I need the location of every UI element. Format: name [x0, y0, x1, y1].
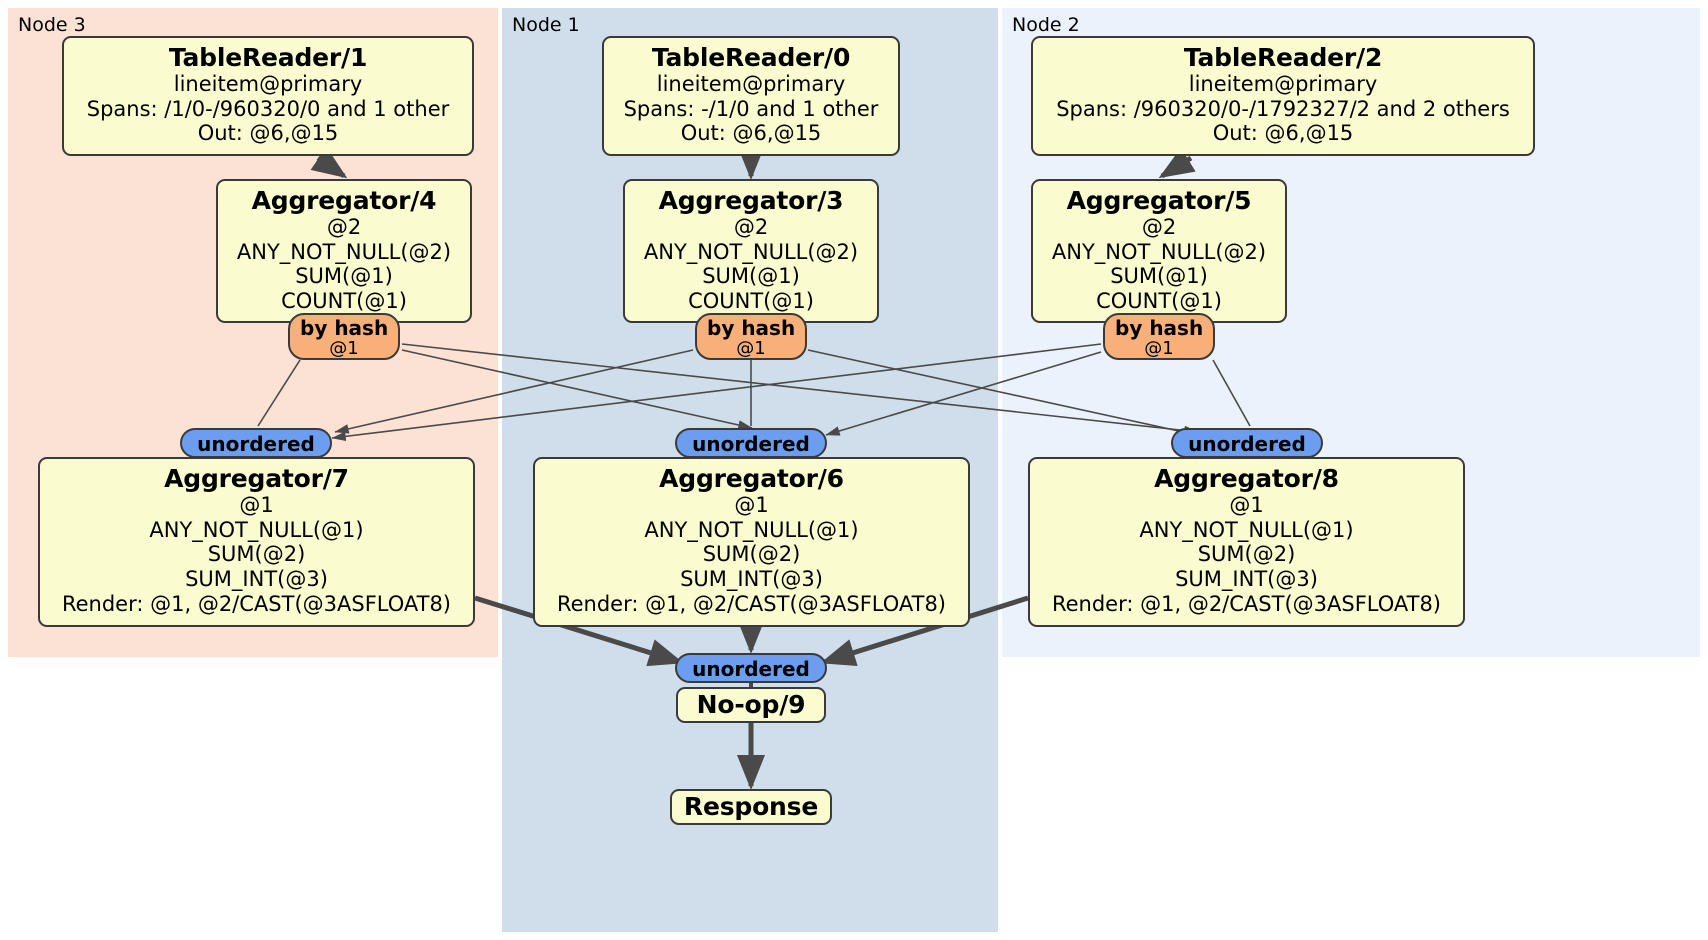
- processor-title: Aggregator/8: [1154, 464, 1339, 493]
- processor-box-response[interactable]: Response: [670, 789, 832, 825]
- processor-detail-line: @2: [733, 215, 769, 240]
- processor-title: No-op/9: [696, 690, 806, 720]
- node-region-label-node2: Node 2: [1012, 14, 1080, 36]
- stream-badge-column: @1: [1144, 338, 1174, 360]
- processor-detail-line: SUM_INT(@3): [680, 566, 823, 591]
- processor-detail-line: Out: @6,@15: [197, 121, 339, 146]
- processor-detail-line: Spans: /1/0-/960320/0 and 1 other: [86, 96, 450, 121]
- stream-badge-hash-4[interactable]: by hash@1: [288, 313, 400, 360]
- processor-detail-line: COUNT(@1): [1096, 288, 1222, 313]
- processor-detail-line: Spans: /960320/0-/1792327/2 and 2 others: [1056, 96, 1510, 121]
- processor-detail-line: @1: [239, 493, 274, 518]
- processor-title: Aggregator/3: [658, 186, 844, 215]
- processor-detail-line: lineitem@primary: [173, 72, 363, 97]
- processor-detail-line: SUM(@2): [207, 542, 306, 567]
- processor-detail-line: Out: @6,@15: [680, 121, 822, 146]
- stream-badge-column: @1: [329, 338, 359, 360]
- stream-badge-unordered-6[interactable]: unordered: [675, 428, 827, 458]
- processor-detail-line: COUNT(@1): [688, 288, 814, 313]
- processor-title: Response: [683, 792, 819, 822]
- stream-badge-label: by hash: [300, 316, 389, 340]
- processor-detail-line: Spans: -/1/0 and 1 other: [623, 96, 879, 121]
- processor-detail-line: lineitem@primary: [656, 72, 846, 97]
- processor-detail-line: Out: @6,@15: [1212, 121, 1354, 146]
- stream-badge-label: unordered: [692, 657, 810, 681]
- processor-detail-line: Render: @1, @2/CAST(@3ASFLOAT8): [61, 591, 452, 616]
- processor-detail-line: SUM(@1): [702, 264, 800, 289]
- stream-badge-hash-3[interactable]: by hash@1: [695, 313, 807, 360]
- stream-badge-label: by hash: [707, 316, 796, 340]
- stream-badge-label: unordered: [692, 432, 810, 456]
- processor-detail-line: ANY_NOT_NULL(@2): [643, 239, 859, 264]
- processor-detail-line: SUM(@1): [295, 264, 393, 289]
- processor-detail-line: @1: [734, 493, 769, 518]
- processor-detail-line: ANY_NOT_NULL(@1): [1139, 517, 1354, 542]
- stream-badge-hash-5[interactable]: by hash@1: [1103, 313, 1215, 360]
- processor-detail-line: ANY_NOT_NULL(@1): [644, 517, 859, 542]
- processor-detail-line: @2: [326, 215, 362, 240]
- processor-detail-line: Render: @1, @2/CAST(@3ASFLOAT8): [556, 591, 947, 616]
- processor-title: TableReader/1: [168, 43, 368, 72]
- processor-detail-line: SUM_INT(@3): [1175, 566, 1318, 591]
- processor-title: Aggregator/5: [1066, 186, 1252, 215]
- stream-badge-unordered-9[interactable]: unordered: [675, 653, 827, 683]
- stream-badge-label: unordered: [1188, 432, 1306, 456]
- processor-detail-line: ANY_NOT_NULL(@2): [236, 239, 452, 264]
- processor-box-noop9[interactable]: No-op/9: [676, 687, 826, 723]
- processor-detail-line: lineitem@primary: [1188, 72, 1378, 97]
- processor-title: Aggregator/6: [659, 464, 844, 493]
- stream-badge-unordered-7[interactable]: unordered: [180, 428, 332, 458]
- processor-detail-line: SUM(@2): [702, 542, 801, 567]
- processor-detail-line: Render: @1, @2/CAST(@3ASFLOAT8): [1051, 591, 1442, 616]
- processor-detail-line: ANY_NOT_NULL(@1): [149, 517, 364, 542]
- processor-title: Aggregator/4: [251, 186, 437, 215]
- processor-title: TableReader/2: [1183, 43, 1383, 72]
- processor-detail-line: @1: [1229, 493, 1264, 518]
- processor-detail-line: @2: [1141, 215, 1177, 240]
- processor-detail-line: SUM(@2): [1197, 542, 1296, 567]
- stream-badge-column: @1: [736, 338, 766, 360]
- processor-title: Aggregator/7: [164, 464, 349, 493]
- processor-detail-line: ANY_NOT_NULL(@2): [1051, 239, 1267, 264]
- node-region-label-node3: Node 3: [18, 14, 86, 36]
- node-region-label-node1: Node 1: [512, 14, 580, 36]
- processor-detail-line: SUM_INT(@3): [185, 566, 328, 591]
- processor-detail-line: COUNT(@1): [281, 288, 407, 313]
- processor-detail-line: SUM(@1): [1110, 264, 1208, 289]
- stream-badge-unordered-8[interactable]: unordered: [1171, 428, 1323, 458]
- processor-title: TableReader/0: [651, 43, 851, 72]
- stream-badge-label: unordered: [197, 432, 315, 456]
- stream-badge-label: by hash: [1115, 316, 1204, 340]
